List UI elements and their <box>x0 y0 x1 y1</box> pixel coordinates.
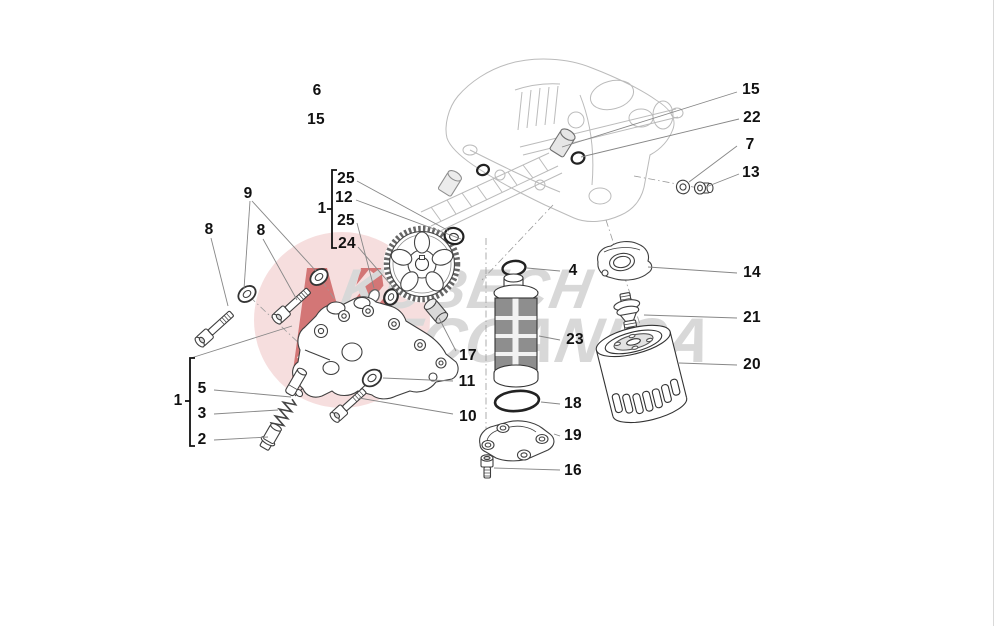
center-line <box>605 219 650 353</box>
crankcase-ghost <box>420 58 684 234</box>
bolt-10 <box>329 388 367 423</box>
piston-5 <box>285 367 308 397</box>
leader-line <box>357 246 399 294</box>
group-bracket <box>189 357 195 447</box>
leader-line <box>538 335 561 341</box>
parts-group <box>194 128 714 479</box>
leader-line <box>678 362 738 366</box>
leader-line <box>526 267 561 272</box>
bush-17 <box>423 298 449 324</box>
cover-plate-19 <box>479 420 555 462</box>
leader-line <box>356 180 450 232</box>
leader-line <box>243 200 251 290</box>
leader-line <box>213 436 269 441</box>
leader-line <box>355 199 462 240</box>
oil-pump-body <box>292 296 459 400</box>
center-line <box>481 204 554 281</box>
leader-line <box>540 401 561 405</box>
leader-line <box>251 200 317 272</box>
leader-line <box>643 314 738 319</box>
cover-14 <box>597 241 653 281</box>
bush-15 <box>549 128 576 158</box>
leader-line <box>553 433 561 437</box>
o-ring <box>476 163 490 177</box>
dowel-bush <box>437 170 462 197</box>
washer-9 <box>309 268 329 286</box>
leader-line <box>647 266 738 274</box>
leader-line <box>688 145 738 183</box>
leader-line <box>561 91 738 148</box>
washer-12 <box>443 226 465 246</box>
leader-line <box>190 325 293 359</box>
union-21 <box>613 292 641 333</box>
leader-line <box>213 409 279 415</box>
o-ring-22 <box>570 151 586 165</box>
spring-3 <box>269 398 298 430</box>
washer-11 <box>361 368 383 388</box>
leader-line <box>493 467 561 471</box>
washer-9 <box>237 285 257 303</box>
leader-line <box>210 237 229 307</box>
bolt-8 <box>194 310 234 348</box>
leader-line <box>580 118 740 158</box>
leader-line <box>382 377 454 382</box>
group-brackets <box>185 169 337 447</box>
bolt-16 <box>480 454 494 479</box>
leader-line <box>438 317 457 352</box>
leader-line <box>705 173 740 188</box>
leader-line <box>358 397 454 415</box>
plug-2 <box>259 423 282 451</box>
oil-filter-20 <box>595 324 688 424</box>
leader-lines <box>190 91 740 471</box>
filter-element-23 <box>493 273 539 388</box>
pump-drive-gear <box>383 225 461 303</box>
washer-7 <box>675 179 691 195</box>
leader-line <box>213 389 292 398</box>
bolt-13 <box>693 181 714 195</box>
o-ring-25 <box>383 288 399 306</box>
page-edge-line <box>993 0 994 626</box>
o-ring-18 <box>493 389 541 413</box>
leader-line <box>262 238 298 301</box>
